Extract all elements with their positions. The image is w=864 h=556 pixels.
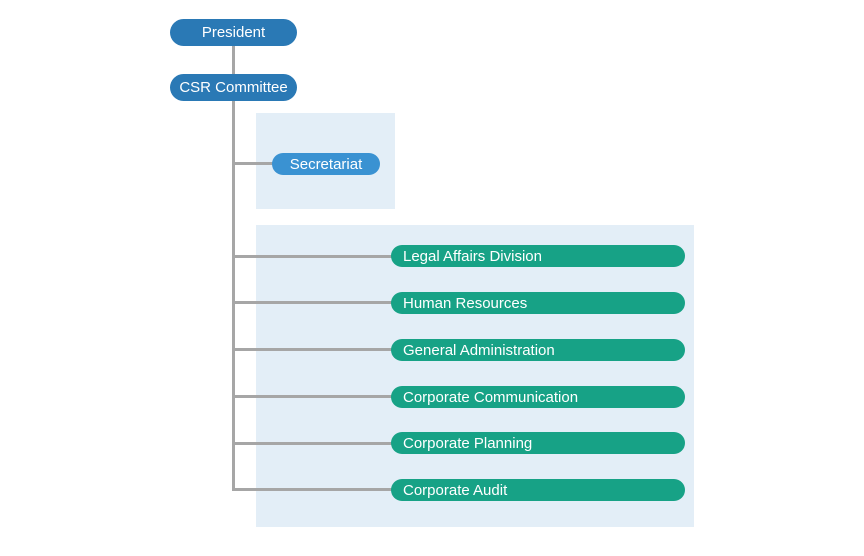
- division-node-general-administration: General Administration: [391, 339, 685, 361]
- secretariat-node: Secretariat: [272, 153, 380, 175]
- division-connector-3: [232, 348, 394, 351]
- secretariat-connector: [232, 162, 276, 165]
- division-connector-1: [232, 255, 394, 258]
- president-node: President: [170, 19, 297, 46]
- divisions-panel: [256, 225, 694, 527]
- main-connector: [232, 44, 235, 491]
- division-connector-2: [232, 301, 394, 304]
- division-node-corporate-planning: Corporate Planning: [391, 432, 685, 454]
- division-node-corporate-communication: Corporate Communication: [391, 386, 685, 408]
- division-connector-5: [232, 442, 394, 445]
- csr-committee-node: CSR Committee: [170, 74, 297, 101]
- division-node-corporate-audit: Corporate Audit: [391, 479, 685, 501]
- division-connector-4: [232, 395, 394, 398]
- division-node-human-resources: Human Resources: [391, 292, 685, 314]
- division-connector-6: [232, 488, 394, 491]
- division-node-legal-affairs: Legal Affairs Division: [391, 245, 685, 267]
